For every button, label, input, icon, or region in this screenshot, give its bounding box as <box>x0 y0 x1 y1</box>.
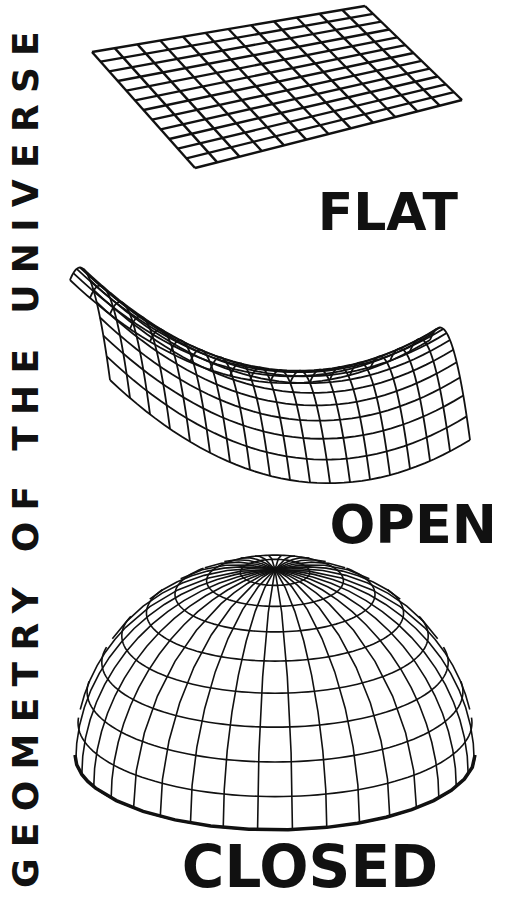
grid-line <box>275 570 470 710</box>
grid-line <box>90 286 130 399</box>
grid-line <box>195 100 462 168</box>
grid-line <box>70 268 110 381</box>
grid-line <box>268 555 275 569</box>
grid-line <box>410 339 450 452</box>
grid-line <box>130 316 170 429</box>
grid-line <box>82 570 275 775</box>
grid-line <box>223 570 275 828</box>
grid-line <box>93 290 453 393</box>
grid-line <box>274 21 373 122</box>
grid-line <box>342 10 440 106</box>
grid-line <box>102 647 448 727</box>
grid-line <box>150 329 190 442</box>
grid-line <box>320 14 418 112</box>
grid-line <box>330 367 370 480</box>
grid-line <box>110 380 470 483</box>
grid-line <box>170 340 210 453</box>
grid-line <box>78 718 472 797</box>
grid-line <box>87 273 447 376</box>
dome-rim <box>75 755 475 830</box>
grid-line <box>190 350 230 463</box>
grid-line <box>75 755 475 830</box>
grid-line <box>230 363 270 476</box>
grid-line <box>365 6 462 100</box>
grid-line <box>207 555 344 606</box>
grid-line <box>73 273 433 376</box>
grid-line <box>80 570 275 710</box>
grid-line <box>275 570 292 830</box>
grid-line <box>250 368 290 481</box>
grid-line <box>297 18 396 118</box>
shape-label: FLAT <box>318 186 458 238</box>
grid-line <box>370 356 410 469</box>
flat-grid <box>92 6 462 168</box>
grid-line <box>258 570 275 830</box>
grid-line <box>146 590 403 661</box>
shape-label: CLOSED <box>182 838 438 896</box>
dome-surface <box>75 555 475 830</box>
grid-line <box>97 302 457 405</box>
grid-line <box>290 371 330 484</box>
grid-line <box>175 568 375 632</box>
grid-line <box>350 363 390 476</box>
shape-label: OPEN <box>329 498 497 552</box>
grid-line <box>275 570 456 787</box>
grid-line <box>390 348 430 461</box>
grid-line <box>122 616 428 693</box>
vertical-title: GEOMETRY OF THE UNIVERSE <box>8 20 44 888</box>
grid-line <box>275 570 468 775</box>
grid-line <box>430 328 470 441</box>
saddle-surface <box>70 268 470 484</box>
grid-line <box>310 370 350 483</box>
grid-line <box>275 555 282 569</box>
grid-line <box>186 92 454 158</box>
grid-line <box>80 268 440 371</box>
grid-line <box>275 569 438 639</box>
grid-line <box>251 25 351 128</box>
grid-line <box>275 556 295 570</box>
grid-line <box>240 559 309 585</box>
grid-line <box>270 370 310 483</box>
